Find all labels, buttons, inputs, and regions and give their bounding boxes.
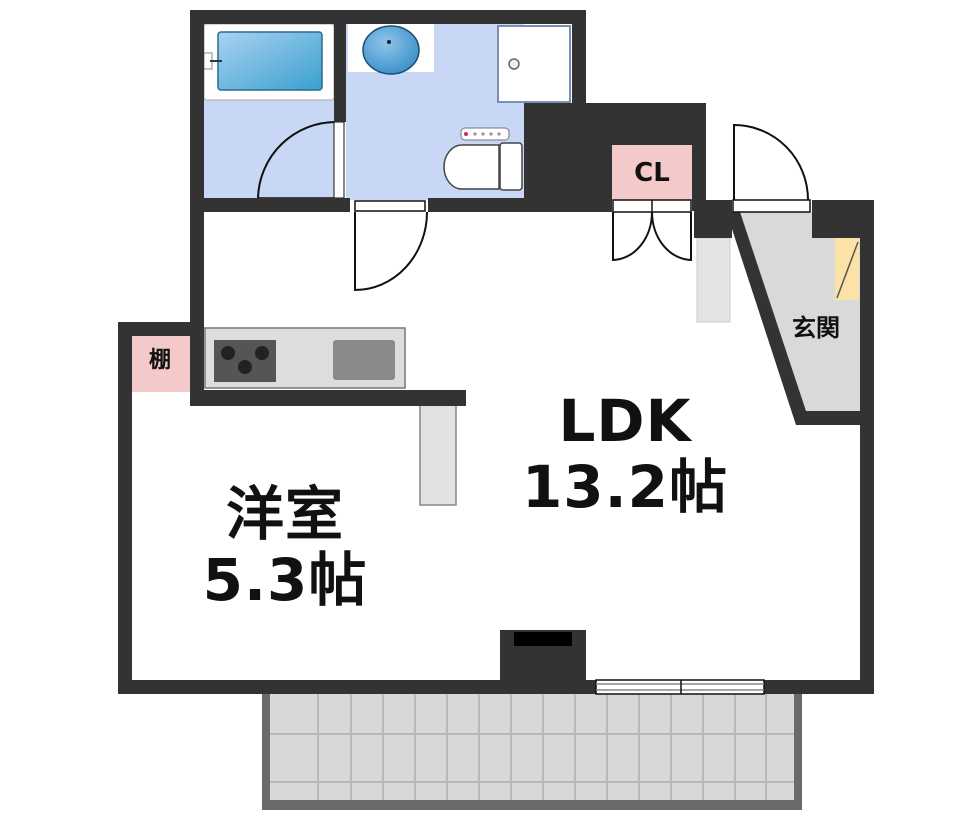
balcony [262, 688, 802, 810]
kitchen-sink-icon [333, 340, 395, 380]
toilet-control-icon [460, 127, 510, 141]
bathroom [203, 22, 345, 200]
room-label-closet: CL [634, 158, 670, 188]
partition-panel [419, 404, 457, 506]
room-label-ldk: LDK 13.2帖 [510, 392, 740, 516]
room-label-western-room: 洋室 5.3帖 [180, 485, 390, 609]
door-washroom [354, 200, 428, 292]
kitchen-counter [204, 327, 406, 389]
ldk-size: 13.2帖 [521, 453, 729, 521]
washroom-toilet [346, 22, 571, 200]
toilet-icon [443, 144, 500, 190]
room-label-shelf: 棚 [148, 348, 171, 373]
door-entrance [732, 123, 811, 213]
door-closet [612, 199, 692, 262]
room-label-entrance: 玄関 [792, 314, 840, 342]
entrance [731, 212, 860, 418]
walls [118, 10, 874, 694]
ldk-name: LDK [558, 387, 692, 455]
western-room-name: 洋室 [225, 480, 344, 548]
bath-door-swing-icon [257, 121, 337, 199]
closet [612, 145, 692, 200]
sink-icon [362, 25, 420, 75]
western-room-size: 5.3帖 [202, 546, 368, 614]
refrigerator-space [696, 237, 731, 323]
sliding-window [595, 679, 765, 695]
pillar-vent-icon [514, 632, 572, 646]
shelf [130, 334, 190, 392]
